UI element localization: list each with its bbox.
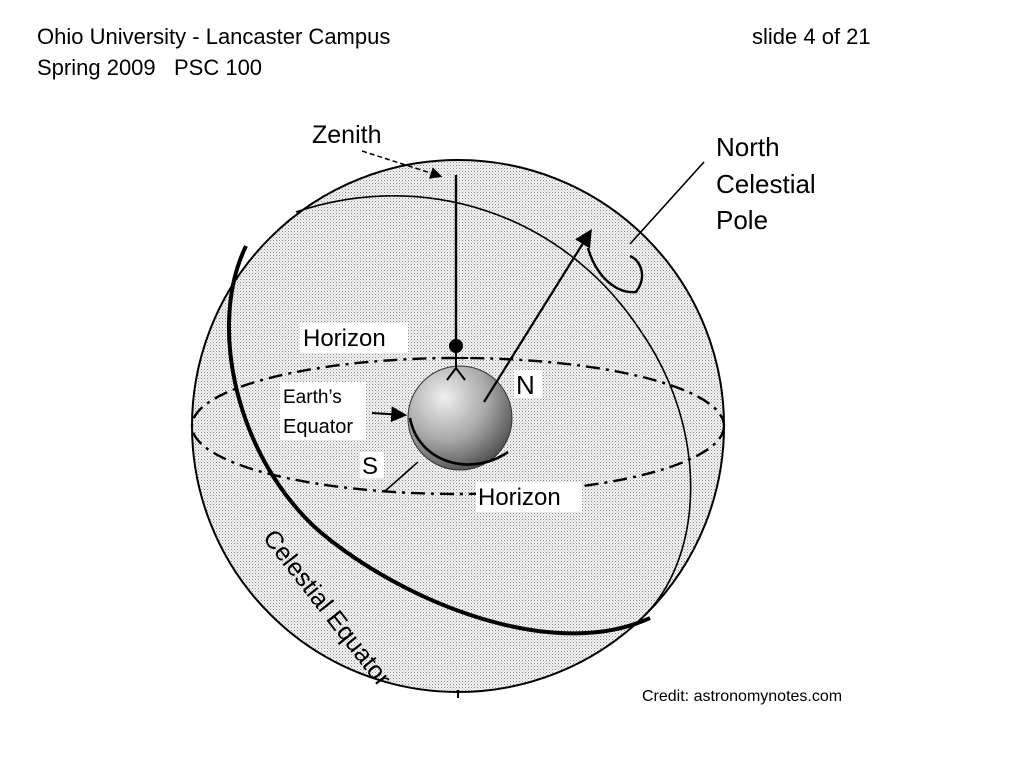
- horizon-ellipse: [190, 356, 726, 496]
- image-credit: Credit: astronomynotes.com: [642, 688, 843, 705]
- horizon-top-label: Horizon: [303, 325, 386, 352]
- course-term: Spring 2009 PSC 100: [37, 55, 263, 80]
- earth-axis: [483, 229, 592, 403]
- zenith-label: Zenith: [312, 121, 381, 149]
- earths-equator-pointer: [371, 406, 408, 423]
- ncp-label-north: North: [716, 132, 780, 162]
- earths-equator-line: [408, 417, 509, 466]
- south-pointer: [383, 461, 419, 493]
- north-label-bg: [514, 370, 542, 398]
- earths-equator-label-bg: [280, 382, 366, 440]
- celestial-equator-line: [227, 245, 651, 636]
- horizon-bottom-label-bg: [476, 482, 582, 512]
- pole-rotation-curve: [586, 247, 644, 294]
- earths-equator-label-1: Earth’s: [283, 387, 342, 408]
- earth: [407, 365, 513, 471]
- observer-icon: [449, 339, 463, 353]
- horizon-bottom-label: Horizon: [478, 484, 561, 511]
- earths-equator-label-2: Equator: [283, 416, 353, 438]
- south-label-bg: [360, 452, 384, 478]
- ncp-label-celestial: Celestial: [716, 169, 816, 199]
- horizon-top-label-bg: [300, 323, 408, 353]
- course-title: Ohio University - Lancaster Campus: [37, 24, 391, 49]
- meridian-circle: [295, 195, 692, 621]
- pole-pointer: [629, 161, 705, 245]
- observer-body: [444, 352, 468, 381]
- ncp-label-pole: Pole: [716, 205, 768, 235]
- zenith-pointer: [361, 150, 443, 179]
- north-label: N: [516, 370, 535, 400]
- slide-counter: slide 4 of 21: [752, 24, 871, 49]
- south-label: S: [362, 453, 378, 480]
